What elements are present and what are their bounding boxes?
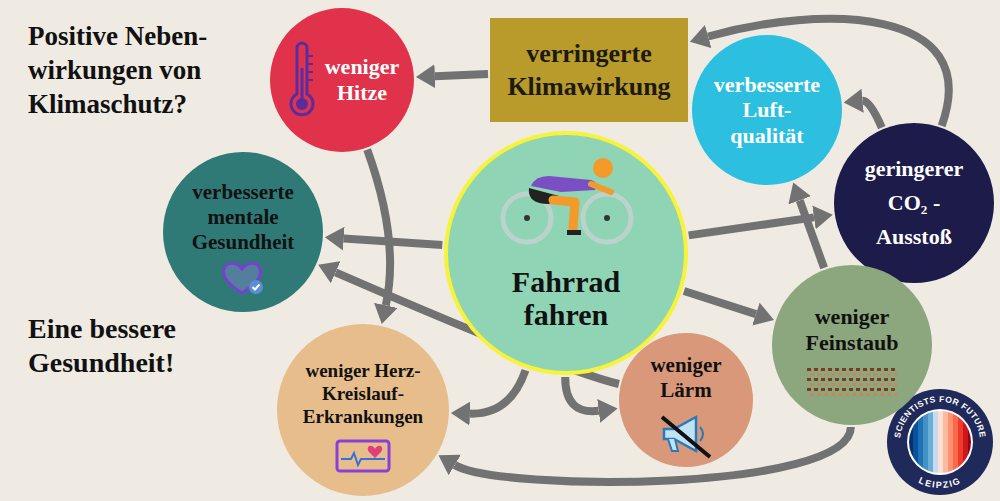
- effect-circle: Fahrrad fahren: [444, 131, 688, 375]
- effect-arrow: [800, 200, 824, 268]
- effect-arrow: [689, 217, 814, 235]
- heart-monitor-icon-part: [368, 446, 382, 458]
- text-area: weniger Lärm: [641, 353, 731, 403]
- circle-outline: [834, 123, 994, 283]
- logo-badge-part: [928, 406, 933, 478]
- slogan-text: Eine bessere Gesundheit!: [28, 312, 233, 379]
- effect-circle: geringerer CO₂ - Ausstoß: [834, 123, 994, 283]
- circle-outline: [619, 333, 753, 467]
- effect-circle: weniger Herz- Kreislauf- Erkrankungen: [277, 324, 449, 496]
- circle-shape: [444, 131, 688, 375]
- thermometer-icon-part: [308, 79, 313, 81]
- text-area: verbesserte Luft- qualität: [707, 72, 827, 148]
- node-text: geringerer CO₂ - Ausstoß: [858, 152, 970, 254]
- label-block: Eine bessere Gesundheit!: [28, 312, 233, 379]
- particle-dots: [807, 368, 897, 398]
- logo-text-path: LEIPZIG: [917, 475, 962, 490]
- effect-arrow: [565, 377, 599, 411]
- logo-badge-part: [953, 406, 958, 478]
- box-outline: [490, 18, 688, 122]
- particle-dots-part: [807, 368, 897, 398]
- logo-badge-part: [923, 406, 928, 478]
- node-text: weniger Hitze: [317, 54, 407, 107]
- text-area: Fahrrad fahren: [491, 265, 641, 331]
- thermometer-icon-part: [308, 63, 313, 65]
- heart-monitor-icon-part: [341, 453, 385, 465]
- effect-circle: verbesserte Luft- qualität: [692, 35, 842, 185]
- heart-check-icon-part: [253, 285, 260, 290]
- cyclist-illustration-part: [591, 184, 611, 192]
- thermometer-icon-part: [308, 71, 313, 73]
- text-area: verbesserte mentale Gesundheit: [186, 180, 301, 256]
- text-area: geringerer CO₂ - Ausstoß: [858, 152, 970, 254]
- node-text: Fahrrad fahren: [491, 265, 641, 331]
- heart-monitor-icon: [335, 435, 391, 475]
- effect-circle: weniger Hitze: [270, 8, 414, 152]
- cyclist-illustration-part: [531, 176, 596, 192]
- effect-box: verringerte Klimawirkung: [490, 18, 688, 122]
- text-area: verringerte Klimawirkung: [494, 38, 684, 103]
- heart-monitor-icon-part: [337, 441, 389, 471]
- logo-badge-part: [943, 406, 948, 478]
- box-shape: [490, 18, 688, 122]
- logo-badge-part: [913, 406, 918, 478]
- node-text: verbesserte Luft- qualität: [707, 72, 827, 148]
- crossed-megaphone-icon: [656, 413, 716, 459]
- text-area: weniger Feinstaub: [797, 304, 907, 357]
- node-text: weniger Lärm: [641, 353, 731, 403]
- title-block: Positive Neben- wirkungen von Klimaschut…: [28, 20, 263, 121]
- text-area: weniger Hitze: [317, 54, 407, 107]
- effect-arrow: [470, 370, 526, 413]
- circle-outline: [277, 324, 449, 496]
- effect-arrow: [863, 101, 882, 128]
- cyclist-illustration-part: [604, 215, 610, 221]
- circle-outline: [692, 35, 842, 185]
- text-area: weniger Herz- Kreislauf- Erkrankungen: [293, 360, 433, 428]
- cyclist-illustration-part: [553, 200, 575, 228]
- thermometer-icon: [287, 40, 317, 120]
- logo-text: LEIPZIG: [917, 475, 962, 490]
- effect-circle: weniger Feinstaub: [772, 265, 932, 425]
- circle-outline: [772, 265, 932, 425]
- cyclist-illustration-part: [524, 215, 530, 221]
- diagram-title: Positive Neben- wirkungen von Klimaschut…: [28, 20, 263, 121]
- effect-arrow: [367, 150, 390, 306]
- heart-check-icon: [220, 259, 266, 297]
- crossed-megaphone-icon-part: [668, 439, 678, 451]
- effect-arrow: [684, 291, 756, 314]
- circle-outline: [270, 8, 414, 152]
- crossed-megaphone-icon-part: [662, 417, 710, 457]
- logo-badge-part: [963, 406, 968, 478]
- thermometer-icon-part: [291, 43, 313, 115]
- warming-stripes: [908, 406, 973, 478]
- logo-badge-part: [933, 406, 938, 478]
- crossed-megaphone-icon-part: [700, 427, 703, 441]
- node-text: weniger Herz- Kreislauf- Erkrankungen: [293, 360, 433, 428]
- effect-arrow: [435, 74, 488, 76]
- cyclist-illustration: [491, 146, 641, 246]
- heart-check-icon-part: [224, 263, 261, 293]
- thermometer-icon-part: [301, 68, 304, 100]
- logo-badge-part: [948, 406, 953, 478]
- cyclist-illustration-part: [593, 158, 613, 178]
- thermometer-icon-part: [308, 55, 313, 57]
- node-text: verbesserte mentale Gesundheit: [186, 180, 301, 256]
- effect-circle: verbesserte mentale Gesundheit: [163, 152, 323, 312]
- logo-badge-part: [918, 406, 923, 478]
- heart-check-icon-part: [249, 280, 263, 294]
- logo-badge-part: [958, 406, 963, 478]
- cyclist-illustration-part: [583, 194, 631, 242]
- logo-badge-part: [938, 406, 943, 478]
- node-text: verringerte Klimawirkung: [494, 38, 684, 103]
- effect-circle: weniger Lärm: [619, 333, 753, 467]
- circle-outline: [163, 152, 323, 312]
- circle-outline: [446, 133, 686, 373]
- cyclist-illustration-part: [567, 230, 581, 235]
- node-text: weniger Feinstaub: [797, 304, 907, 357]
